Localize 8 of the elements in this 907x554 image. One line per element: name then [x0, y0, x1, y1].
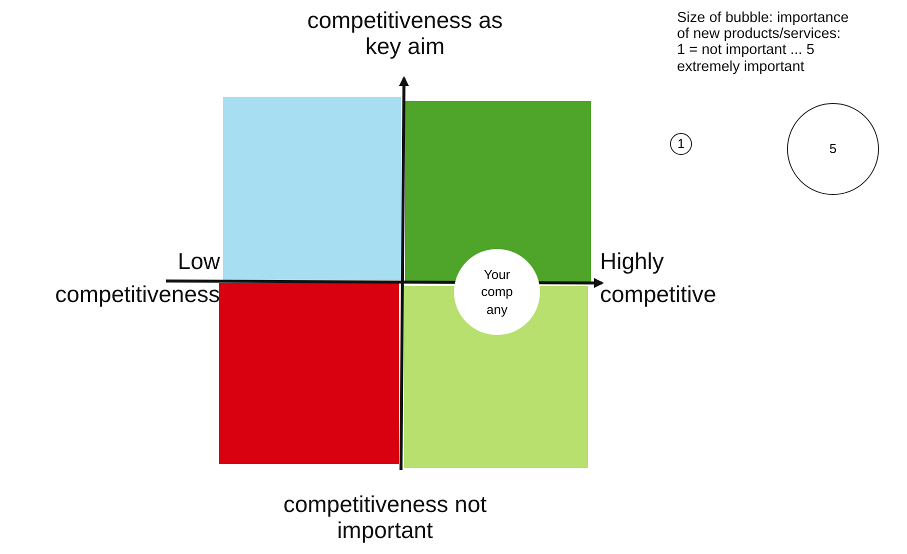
legend-bubble — [670, 133, 692, 155]
axis-label: Highly competitive — [600, 247, 718, 310]
legend-note: Size of bubble: importance of new products/services: 1 = not important ... 5 extremely important — [677, 10, 850, 75]
axis-label: competitiveness not important — [282, 492, 488, 544]
bubble-text: 1 — [676, 135, 686, 153]
bubble-text: 5 — [828, 140, 838, 158]
bubble-text: Your comp any — [480, 266, 514, 318]
axis-label: competitiveness as key aim — [306, 8, 504, 60]
